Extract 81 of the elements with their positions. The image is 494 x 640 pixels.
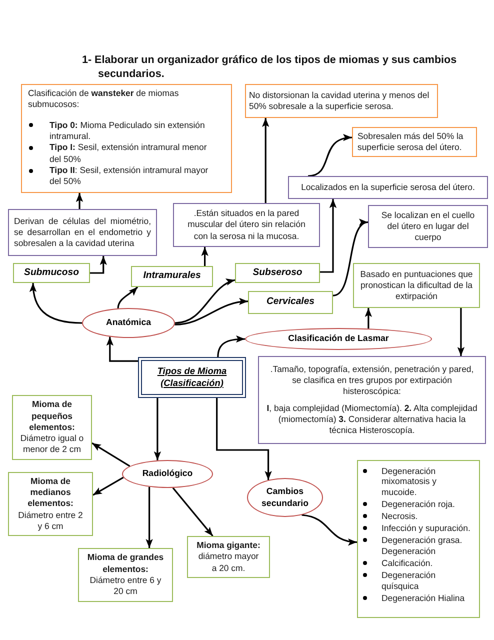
category-box [235,263,320,283]
arrow [90,256,107,274]
description-text: Diámetro entre 6 y 20 cm [88,575,162,598]
category-ellipse [122,460,213,488]
list-item-text: Degeneración grasa. Degeneración [382,535,464,556]
list-box [357,460,480,618]
description-text: diámetro mayor a 20 cm. [197,551,260,574]
arrow [154,398,162,460]
arrow [201,247,208,266]
category-label: Radiológico [142,468,193,480]
central-topic-box [138,357,246,398]
description-text: Basado en puntuaciones que pronostican la dificultad de la extirpación [359,268,474,302]
description-text: Diámetro igual o menor de 2 cm [19,433,85,456]
arrow [217,336,246,358]
description-text: Clasificación de wansteker de miomas submucosos: [28,88,180,111]
arrow [172,487,214,536]
arrow [174,298,248,326]
description-text: Diámetro entre 2 y 6 cm [18,510,84,532]
list-item-text: Calcificación. [382,558,434,568]
list-item-text: Degeneración quísquica [382,570,437,592]
note-box [258,356,486,444]
heading-text: Mioma gigante: [196,540,261,552]
list-item-text: Degeneración Hialina [382,592,466,604]
description-text: Sobresalen más del 50% la superficie serosa del útero. [358,130,464,154]
description-text: I, baja complejidad (Miomectomía). 2. Alta complejidad (miomectomía) 3. Considerar alternativa hacia la técnica Histeroscopía. [266,402,478,436]
category-box [13,263,90,283]
arrow [216,398,272,480]
arrow [308,134,352,177]
category-box [131,266,213,287]
heading-text: Mioma de pequeños elementos: [28,399,76,434]
arrow [117,286,138,308]
heading-text: Mioma de medianos elementos: [26,476,74,510]
category-label: Intramurales [143,270,201,283]
list-item-text: Tipo I: Sesil, extensión intramural menor del 50% [50,142,208,165]
note-box [12,395,92,460]
category-label: Cervicales [266,296,314,309]
category-label: Anatómica [106,317,151,329]
note-box [78,548,173,602]
list-item-text: Degeneración mixomatosis y mucoide. [382,466,438,498]
note-box [353,263,480,308]
description-text: Se localizan en el cuello del útero en lugar del cuerpo [380,210,476,244]
arrow [457,308,465,356]
category-label: Clasificación de Lasmar [288,333,389,345]
note-box [187,536,270,578]
list-item-text: Infección y supuración. [382,523,472,534]
note-box [21,84,232,193]
note-box [173,203,320,247]
list-item-text: Degeneración roja. [382,498,456,510]
arrow [332,221,368,296]
description-text: Derivan de células del miométrio, se desarrollan en el endometrio y sobresalen a la cavidad uterina [14,216,151,250]
title-text: 1- Elaborar un organizador gráfico de los tipos de miomas y sus cambios secundarios. [82,53,458,81]
arrow [302,514,358,546]
note-box [8,472,93,536]
central-topic-label: Tipos de Mioma (Clasificación) [156,366,228,390]
arrow [76,193,84,209]
note-box [245,84,438,118]
category-label: Cambios secundario [260,486,310,509]
note-box [352,127,477,157]
list-item-text: Tipo II: Sesil, extensión intramural mayor del 50% [50,164,210,188]
description-text: .Tamaño, topografía, extensión, penetración y pared, se clasifica en tres grupos por extirpación histeroscópica: [269,364,475,398]
description-text: .Están situados en la pared muscular del útero sin relación con la serosa ni la mucosa. [186,208,306,242]
arrow [146,486,153,548]
arrow [320,199,337,273]
heading-text: Mioma de grandes elementos: [86,552,165,575]
list-item-text: Necrosis. [382,510,419,522]
note-box [288,176,488,199]
category-box [248,291,333,314]
arrow [30,282,82,324]
list-item-text: Tipo 0: Mioma Pediculado sin extensión intramural. [50,120,206,142]
arrow [106,336,138,362]
arrow [364,308,372,329]
note-box [368,205,488,248]
note-box [8,209,157,256]
description-text: Localizados en la superficie serosa del útero. [301,182,475,194]
category-label: Submucoso [24,266,79,280]
arrow [92,476,124,496]
category-label: Subseroso [252,266,302,280]
arrow [92,442,130,467]
description-text: No distorsionan la cavidad uterina y menos del 50% sobresale a la superficie serosa. [249,90,430,112]
arrow [174,279,236,324]
arrow [262,118,270,203]
